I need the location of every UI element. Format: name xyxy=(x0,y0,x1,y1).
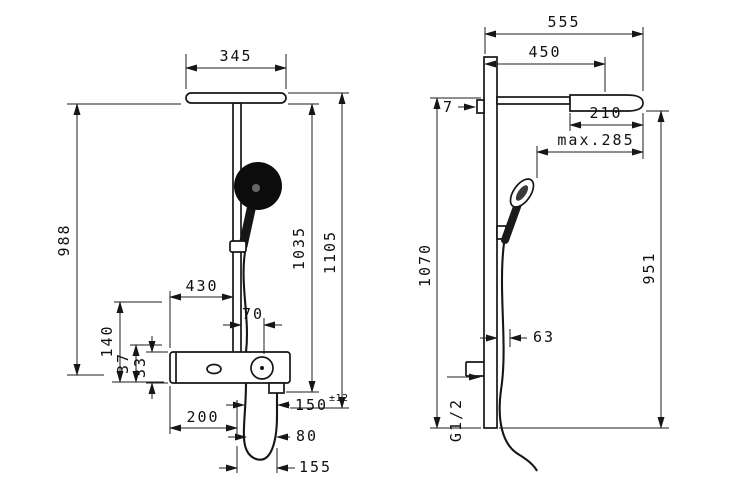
overhead-shower-front xyxy=(185,92,287,104)
dim-430: 430 xyxy=(169,277,234,348)
dim-210-label: 210 xyxy=(589,104,622,122)
dim-max-285: max.285 xyxy=(536,131,644,178)
dim-155-label: 155 xyxy=(299,458,332,476)
dim-345: 345 xyxy=(185,47,287,89)
dim-max-285-label: max.285 xyxy=(557,131,634,149)
dim-200-label: 200 xyxy=(186,408,219,426)
hose-outlet xyxy=(268,382,285,394)
shower-hose-side xyxy=(498,242,538,472)
dim-7-label: 7 xyxy=(443,98,454,116)
dim-345-label: 345 xyxy=(219,47,252,65)
dim-450-label: 450 xyxy=(528,43,561,61)
dim-951: 951 xyxy=(499,110,669,429)
dim-37-label: 37 xyxy=(114,352,132,374)
eco-button-icon xyxy=(206,363,222,375)
overhead-shower-side xyxy=(496,94,644,112)
dim-150: 150 ±12 xyxy=(226,393,349,414)
dim-37: 37 xyxy=(114,344,162,383)
dim-155: 155 xyxy=(219,446,332,476)
dim-1035-label: 1035 xyxy=(290,226,308,270)
dim-988-label: 988 xyxy=(55,223,73,256)
hand-shower-side xyxy=(496,178,535,244)
wall-bracket xyxy=(476,99,485,114)
dim-33: 33 xyxy=(131,336,168,399)
dim-80: 80 xyxy=(228,427,318,445)
dim-7: 7 xyxy=(443,98,476,116)
dim-63: 63 xyxy=(480,328,555,347)
dim-1035: 1035 xyxy=(286,103,319,393)
dim-70: 70 xyxy=(223,305,282,354)
shower-bar-side xyxy=(465,56,498,429)
dim-430-label: 430 xyxy=(185,277,218,295)
riser-pipe-front xyxy=(232,102,242,354)
dim-1105: 1105 xyxy=(288,92,349,409)
dim-33-label: 33 xyxy=(131,356,149,378)
hand-shower-front xyxy=(229,162,282,253)
dim-140-label: 140 xyxy=(98,324,116,357)
dim-80-label: 80 xyxy=(296,427,318,445)
thread-g12-label: G1/2 xyxy=(447,398,465,442)
dim-150-label: 150 xyxy=(295,396,328,414)
side-view: 555 450 7 210 max.285 1070 xyxy=(416,13,669,472)
dim-555: 555 xyxy=(484,13,644,91)
dim-450: 450 xyxy=(484,43,606,92)
front-view: 345 988 140 37 33 xyxy=(55,47,349,476)
dim-1105-label: 1105 xyxy=(321,230,339,274)
dim-988: 988 xyxy=(55,103,181,376)
dim-150-tolerance-label: ±12 xyxy=(329,393,349,404)
thread-callout: G1/2 xyxy=(447,373,481,442)
dim-63-label: 63 xyxy=(533,328,555,346)
dim-70-label: 70 xyxy=(242,305,264,323)
thermostat-valve xyxy=(169,351,291,394)
shower-hose-front xyxy=(242,251,279,461)
dim-1070-label: 1070 xyxy=(416,243,434,287)
dim-200: 200 xyxy=(169,386,238,434)
dim-555-label: 555 xyxy=(547,13,580,31)
dim-1070: 1070 xyxy=(416,97,481,429)
dim-951-label: 951 xyxy=(640,251,658,284)
